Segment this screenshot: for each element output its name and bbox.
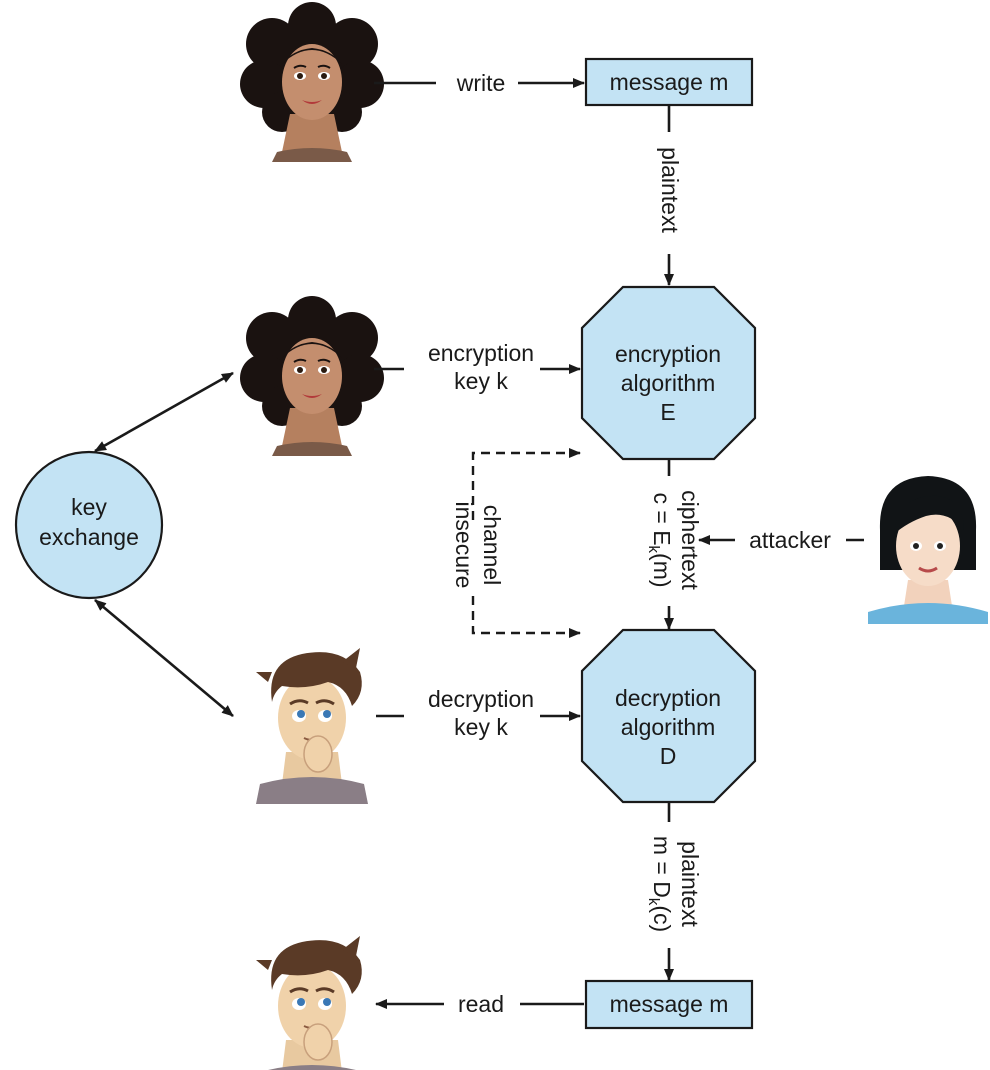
encryption-line3: E xyxy=(660,399,675,425)
key-exchange-arrow-top xyxy=(94,371,234,453)
message-box-bottom-label: message m xyxy=(610,991,729,1017)
dec-key-label-2: key k xyxy=(454,714,508,740)
encryption-line1: encryption xyxy=(615,341,721,367)
enc-key-label-2: key k xyxy=(454,368,508,394)
key-exchange-line1: key xyxy=(71,494,107,520)
plaintext-top-label: plaintext xyxy=(657,147,683,233)
dec-key-label-1: decryption xyxy=(428,686,534,712)
plaintext-formula-a: m = D xyxy=(649,836,675,898)
ciphertext-formula-sub: k xyxy=(645,546,662,554)
insecure-label-2: channel xyxy=(479,505,505,586)
message-box-top xyxy=(584,57,754,107)
enc-key-label-1: encryption xyxy=(428,340,534,366)
insecure-label-1: insecure xyxy=(451,502,477,589)
read-label: read xyxy=(458,991,504,1017)
message-box-top-label: message m xyxy=(610,69,729,95)
attacker-avatar xyxy=(866,474,990,626)
insecure-channel-bracket-bottom xyxy=(471,596,581,638)
decryption-algorithm-octagon xyxy=(580,628,757,804)
decryption-line2: algorithm xyxy=(621,714,716,740)
receiver-avatar-key xyxy=(254,646,370,806)
plaintext-formula-sub: k xyxy=(645,898,662,906)
receiver-avatar-read xyxy=(254,934,370,1070)
sender-avatar-key xyxy=(239,295,385,457)
message-box-bottom xyxy=(584,979,754,1030)
sender-avatar-top xyxy=(239,1,385,163)
encryption-algorithm-octagon xyxy=(580,285,757,461)
write-label: write xyxy=(456,70,506,96)
attacker-label: attacker xyxy=(749,527,831,553)
ciphertext-formula-a: c = E xyxy=(649,492,675,545)
plaintext-bottom-label: plaintext m = Dk(c) xyxy=(645,836,703,932)
plaintext-bottom-label-2: m = Dk(c) xyxy=(645,836,675,932)
ciphertext-formula-b: (m) xyxy=(649,553,675,587)
key-exchange-line2: exchange xyxy=(39,524,139,550)
decryption-line1: decryption xyxy=(615,685,721,711)
plaintext-formula-b: (c) xyxy=(649,905,675,932)
plaintext-bottom-label-1: plaintext xyxy=(677,841,703,927)
key-exchange-arrow-bottom xyxy=(94,599,234,717)
insecure-channel-bracket-top xyxy=(471,448,581,520)
encryption-line2: algorithm xyxy=(621,370,716,396)
key-exchange-circle xyxy=(14,450,164,600)
ciphertext-label: ciphertext c = Ek(m) xyxy=(645,490,703,590)
ciphertext-label-2: c = Ek(m) xyxy=(645,492,675,587)
decryption-line3: D xyxy=(660,743,677,769)
